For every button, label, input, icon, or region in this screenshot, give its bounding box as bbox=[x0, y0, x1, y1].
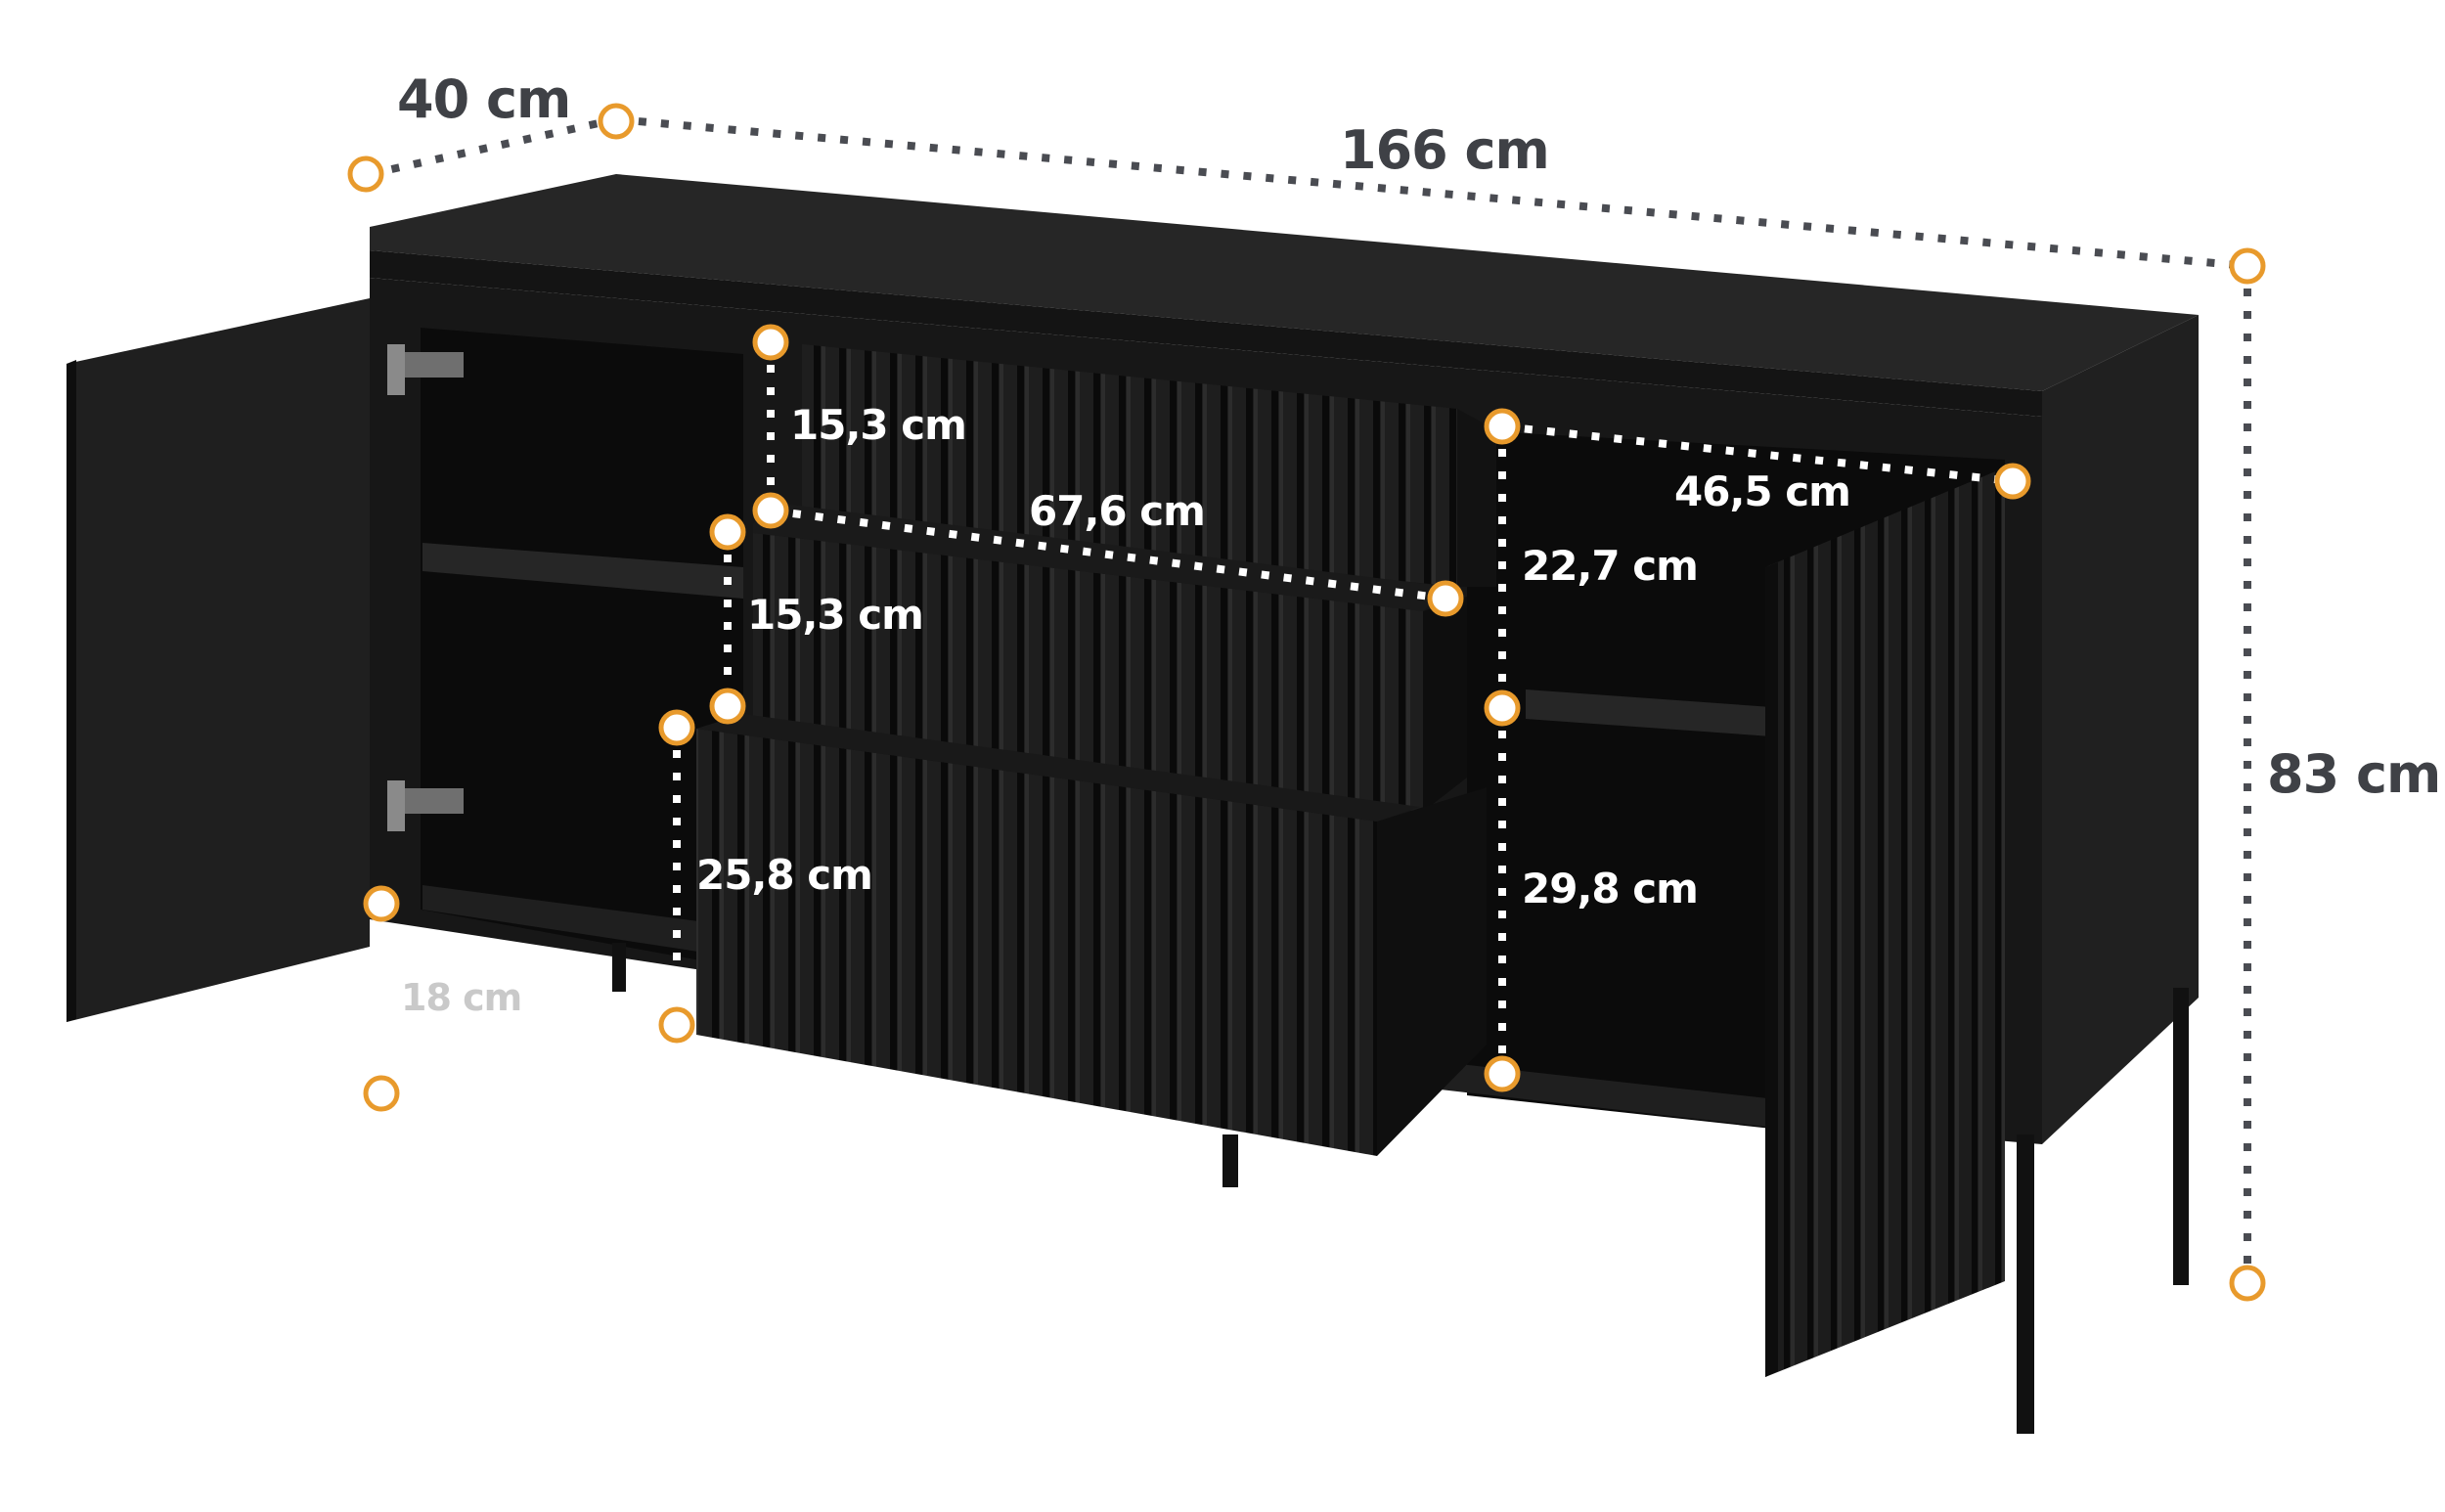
marker-top-drawer-top bbox=[752, 324, 789, 361]
cabinet-top-edge bbox=[370, 250, 2042, 417]
right-lower-height-label: 29,8 cm bbox=[1522, 865, 1699, 912]
right-door bbox=[1765, 467, 2005, 1377]
marker-height-end bbox=[2229, 1265, 2266, 1302]
right-door-edge bbox=[1765, 562, 1778, 1377]
marker-leg-bottom bbox=[363, 1075, 400, 1112]
marker-bottom-drawer-bottom bbox=[658, 1006, 695, 1044]
right-depth-label: 46,5 cm bbox=[1674, 467, 1851, 515]
marker-top-drawer-bottom bbox=[752, 492, 789, 529]
marker-leg-top bbox=[363, 885, 400, 922]
dimension-lines bbox=[369, 115, 2251, 1283]
left-door bbox=[67, 298, 370, 1022]
depth-label: 40 cm bbox=[397, 68, 571, 130]
left-bottom-shelf bbox=[422, 885, 743, 958]
marker-right-depth-end bbox=[1994, 463, 2031, 500]
marker-width-end bbox=[2229, 247, 2266, 285]
hinge-bottom bbox=[387, 780, 464, 831]
left-interior bbox=[421, 328, 743, 968]
marker-right-bottom bbox=[1484, 1055, 1521, 1092]
top-drawer-height-label: 15,3 cm bbox=[790, 401, 967, 449]
marker-middle-drawer-top bbox=[709, 513, 746, 551]
hinge-top bbox=[387, 344, 464, 395]
marker-bottom-drawer-top bbox=[658, 709, 695, 746]
drawer-inner-width-line bbox=[770, 507, 1446, 602]
height-label: 83 cm bbox=[2267, 743, 2441, 805]
drawer-inner-width-label: 67,6 cm bbox=[1029, 487, 1206, 535]
marker-inner-width-end bbox=[1427, 580, 1464, 617]
dimension-markers bbox=[347, 103, 2266, 1302]
left-shelf bbox=[422, 543, 743, 599]
right-depth-line bbox=[1501, 422, 2014, 485]
leg-back-right bbox=[2173, 988, 2189, 1285]
middle-drawer-side bbox=[1423, 597, 1467, 812]
cabinet-top bbox=[370, 174, 2199, 391]
leg-front-right bbox=[2017, 1134, 2034, 1434]
top-drawer-front bbox=[802, 344, 1457, 587]
middle-drawer-height-label: 15,3 cm bbox=[747, 591, 924, 639]
width-label: 166 cm bbox=[1340, 119, 1550, 181]
marker-depth-start bbox=[347, 156, 384, 193]
cabinet-side bbox=[2042, 315, 2199, 1144]
bottom-drawer-top bbox=[696, 714, 1420, 822]
top-drawer-side bbox=[1457, 409, 1496, 587]
leg-front-middle bbox=[1222, 1134, 1238, 1187]
bottom-drawer-height-label: 25,8 cm bbox=[696, 851, 873, 899]
right-upper-height-label: 22,7 cm bbox=[1522, 542, 1699, 590]
leg-front-left bbox=[612, 943, 626, 992]
middle-drawer-top bbox=[753, 504, 1447, 611]
bottom-drawer-side bbox=[1377, 787, 1487, 1156]
left-door-edge bbox=[67, 360, 76, 1022]
marker-right-top bbox=[1484, 408, 1521, 445]
leg-height-label: 18 cm bbox=[401, 976, 522, 1019]
marker-right-middle bbox=[1484, 689, 1521, 727]
marker-depth-end bbox=[598, 103, 635, 140]
marker-middle-drawer-bottom bbox=[709, 688, 746, 725]
width-line bbox=[615, 115, 2248, 270]
bottom-drawer-front bbox=[696, 729, 1377, 1156]
